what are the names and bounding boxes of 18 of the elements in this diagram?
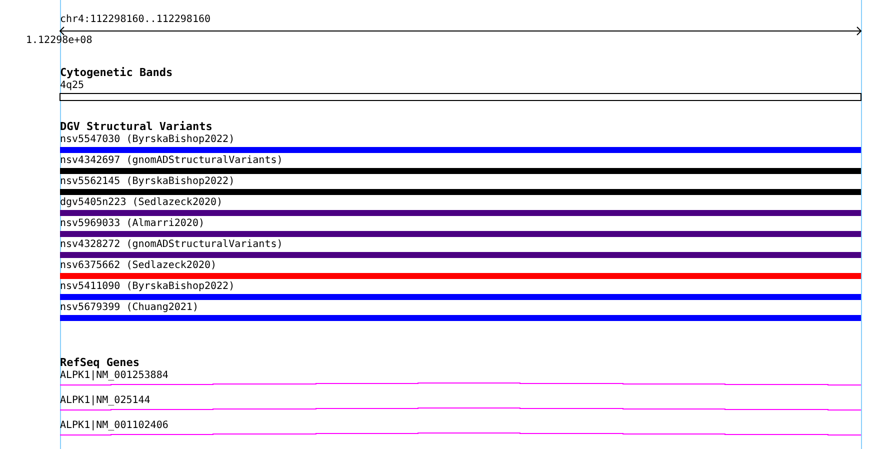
feature-label: ALPK1|NM_025144 <box>60 395 150 407</box>
feature-label: nsv5547030 (ByrskaBishop2022) <box>60 134 235 146</box>
track-title: Cytogenetic Bands <box>60 67 173 79</box>
feature-label: nsv4328272 (gnomADStructuralVariants) <box>60 239 283 251</box>
coordinate-label: chr4:112298160..112298160 <box>60 14 211 26</box>
feature-label: ALPK1|NM_001102406 <box>60 420 168 432</box>
feature-label: nsv4342697 (gnomADStructuralVariants) <box>60 155 283 167</box>
track-title: RefSeq Genes <box>60 357 140 369</box>
axis-tick-label: 1.12298e+08 <box>26 35 92 47</box>
feature-label: nsv6375662 (Sedlazeck2020) <box>60 260 217 272</box>
track-title: DGV Structural Variants <box>60 121 212 133</box>
feature-label: nsv5679399 (Chuang2021) <box>60 302 198 314</box>
feature-label: 4q25 <box>60 80 84 92</box>
feature-label: ALPK1|NM_001253884 <box>60 370 168 382</box>
feature-label: nsv5562145 (ByrskaBishop2022) <box>60 176 235 188</box>
feature-label: nsv5969033 (Almarri2020) <box>60 218 204 230</box>
feature-label: nsv5411090 (ByrskaBishop2022) <box>60 281 235 293</box>
feature-label: dgv5405n223 (Sedlazeck2020) <box>60 197 223 209</box>
